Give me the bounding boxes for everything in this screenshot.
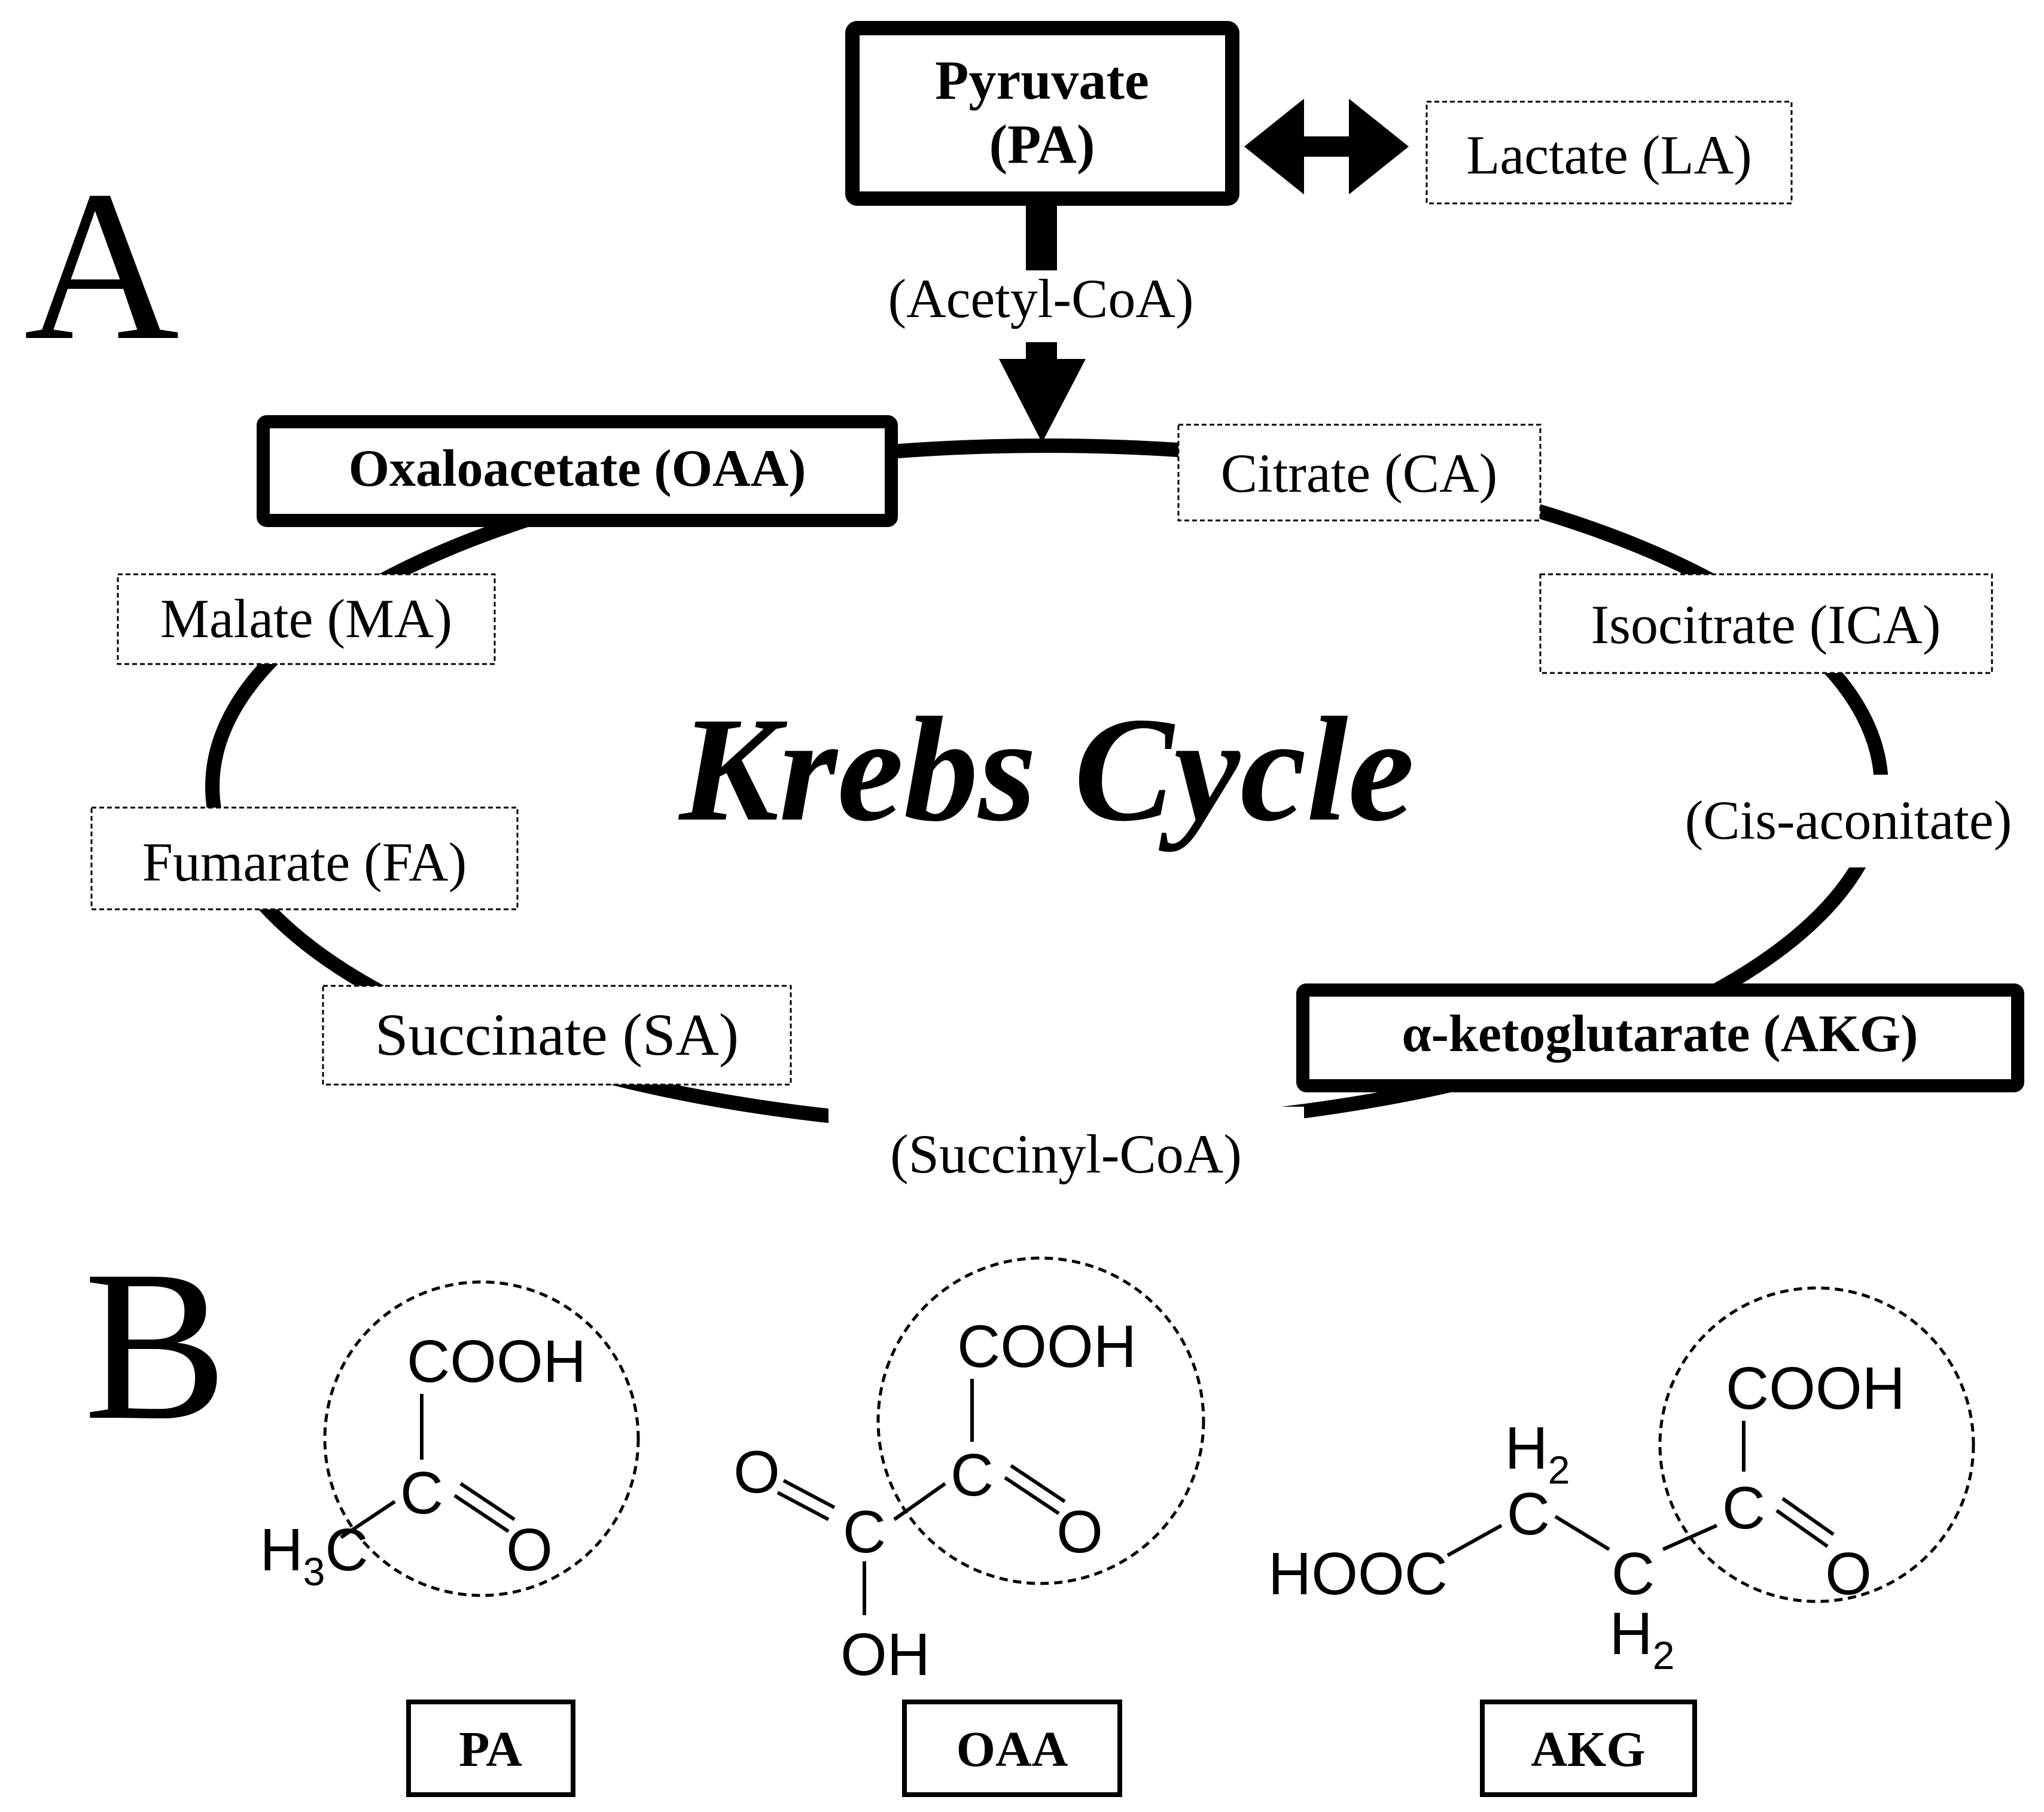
lactate-label: Lactate (LA) xyxy=(1466,124,1752,185)
pa-label: PA xyxy=(459,1722,522,1777)
succinate-label: Succinate (SA) xyxy=(375,1001,739,1068)
akg-label: α-ketoglutarate (AKG) xyxy=(1402,1005,1918,1063)
cis-aconitate-box xyxy=(1600,775,2044,867)
oaa-label-box xyxy=(902,1700,1122,1797)
oaa-c-left: C xyxy=(843,1499,886,1566)
oaa-box xyxy=(257,415,898,527)
acetyl-arrow-shaft-top xyxy=(1026,199,1057,270)
succinate-box xyxy=(322,985,792,1086)
pa-structure: COOH C O H3C xyxy=(260,1280,640,1597)
succinyl-coa-box xyxy=(828,1107,1304,1199)
acetyl-coa-label: (Acetyl-CoA) xyxy=(888,268,1194,329)
oaa-structure: COOH C O C O OH xyxy=(733,1256,1205,1688)
pa-o: O xyxy=(506,1516,553,1583)
pa-ch3: H3C xyxy=(260,1516,368,1594)
akg-structure: COOH C O C H2 C H2 HOOC xyxy=(1268,1286,1975,1677)
oaa-o-left: O xyxy=(733,1439,780,1506)
acetyl-arrow-head xyxy=(999,359,1086,443)
oaa-oh: OH xyxy=(840,1621,930,1688)
akg-box xyxy=(1296,983,2024,1092)
akg-hooc: HOOC xyxy=(1268,1540,1448,1607)
isocitrate-box xyxy=(1539,573,1993,674)
cycle-title: Krebs Cycle xyxy=(678,687,1415,852)
pa-c: C xyxy=(400,1460,443,1527)
akg-ch2-top-c: C xyxy=(1507,1481,1550,1548)
fumarate-box xyxy=(90,806,519,910)
akg-label-box xyxy=(1480,1700,1697,1797)
oaa-struct-label: OAA xyxy=(956,1722,1068,1777)
malate-label: Malate (MA) xyxy=(160,588,452,649)
akg-o: O xyxy=(1825,1540,1872,1607)
malate-box xyxy=(117,573,496,665)
cis-aconitate-label: (Cis-aconitate) xyxy=(1685,790,2012,851)
akg-cooh: COOH xyxy=(1726,1355,1905,1422)
oaa-c-center: C xyxy=(951,1442,994,1509)
pa-label-box xyxy=(406,1700,575,1797)
akg-ch2-top-h: H2 xyxy=(1505,1415,1570,1492)
isocitrate-label: Isocitrate (ICA) xyxy=(1591,594,1941,655)
oaa-label: Oxaloacetate (OAA) xyxy=(349,440,806,498)
akg-ch2-bottom-h: H2 xyxy=(1610,1600,1675,1677)
citrate-box xyxy=(1177,424,1542,522)
oaa-cooh: COOH xyxy=(957,1313,1137,1380)
fumarate-label: Fumarate (FA) xyxy=(142,832,467,893)
panel-a-letter: A xyxy=(24,146,179,385)
akg-c-keto: C xyxy=(1722,1475,1765,1542)
oaa-carbonyl-highlight xyxy=(876,1256,1205,1585)
reversible-arrow xyxy=(1244,99,1409,194)
citrate-label: Citrate (CA) xyxy=(1221,443,1497,504)
lactate-box xyxy=(1425,101,1793,205)
panel-b-letter: B xyxy=(84,1226,227,1464)
pa-carbonyl-highlight xyxy=(323,1280,640,1597)
akg-struct-label: AKG xyxy=(1531,1722,1645,1777)
succinyl-coa-label: (Succinyl-CoA) xyxy=(890,1123,1242,1184)
pyruvate-label-line2: (PA) xyxy=(989,114,1095,175)
oaa-o-right: O xyxy=(1056,1499,1103,1566)
akg-carbonyl-highlight xyxy=(1658,1286,1975,1603)
akg-ch2-bottom-c: C xyxy=(1612,1540,1655,1607)
pyruvate-label-line1: Pyruvate xyxy=(935,50,1149,111)
acetyl-label-box xyxy=(757,270,1325,342)
pa-cooh: COOH xyxy=(407,1328,586,1395)
